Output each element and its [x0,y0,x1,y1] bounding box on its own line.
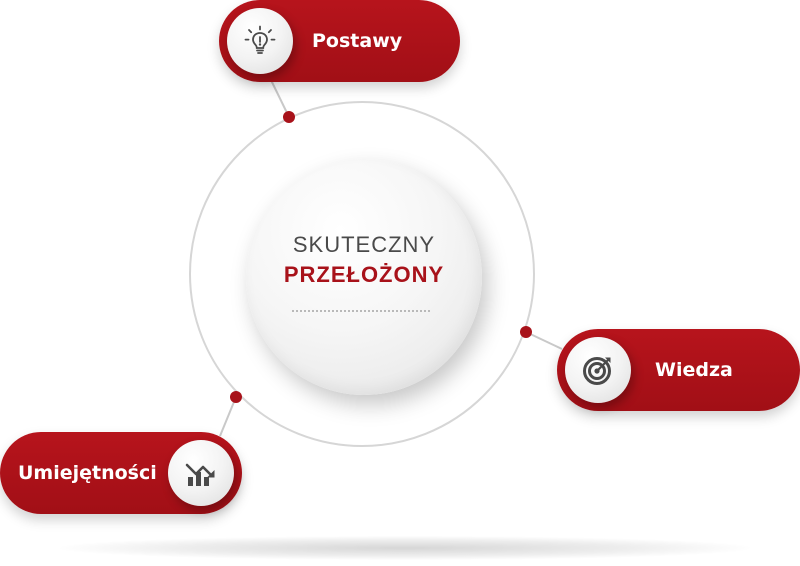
node-wiedza-badge [565,337,631,403]
node-postawy-label: Postawy [312,30,403,52]
node-umiejetnosci: Umiejętności [0,432,242,514]
center-disc: SKUTECZNY PRZEŁOŻONY [246,159,482,395]
node-umiejetnosci-badge [168,440,234,506]
node-postawy-badge [227,8,293,74]
target-icon [583,357,611,385]
dotted-divider [292,310,430,312]
center-title-line2: PRZEŁOŻONY [283,262,445,287]
node-umiejetnosci-label: Umiejętności [18,462,157,484]
connector-left [219,396,237,437]
ground-shadow [60,536,750,560]
chart-trend-icon [185,463,215,486]
connector-right [525,331,563,350]
center-title-line1: SKUTECZNY [292,232,436,257]
lightbulb-icon [244,25,276,54]
node-wiedza-label: Wiedza [655,359,733,381]
node-dot-right [520,326,532,338]
connector-top [269,77,290,118]
node-wiedza: Wiedza [557,329,800,411]
node-dot-top [283,111,295,123]
node-postawy: Postawy [219,0,460,82]
node-dot-left [230,391,242,403]
outer-ring [189,101,535,447]
